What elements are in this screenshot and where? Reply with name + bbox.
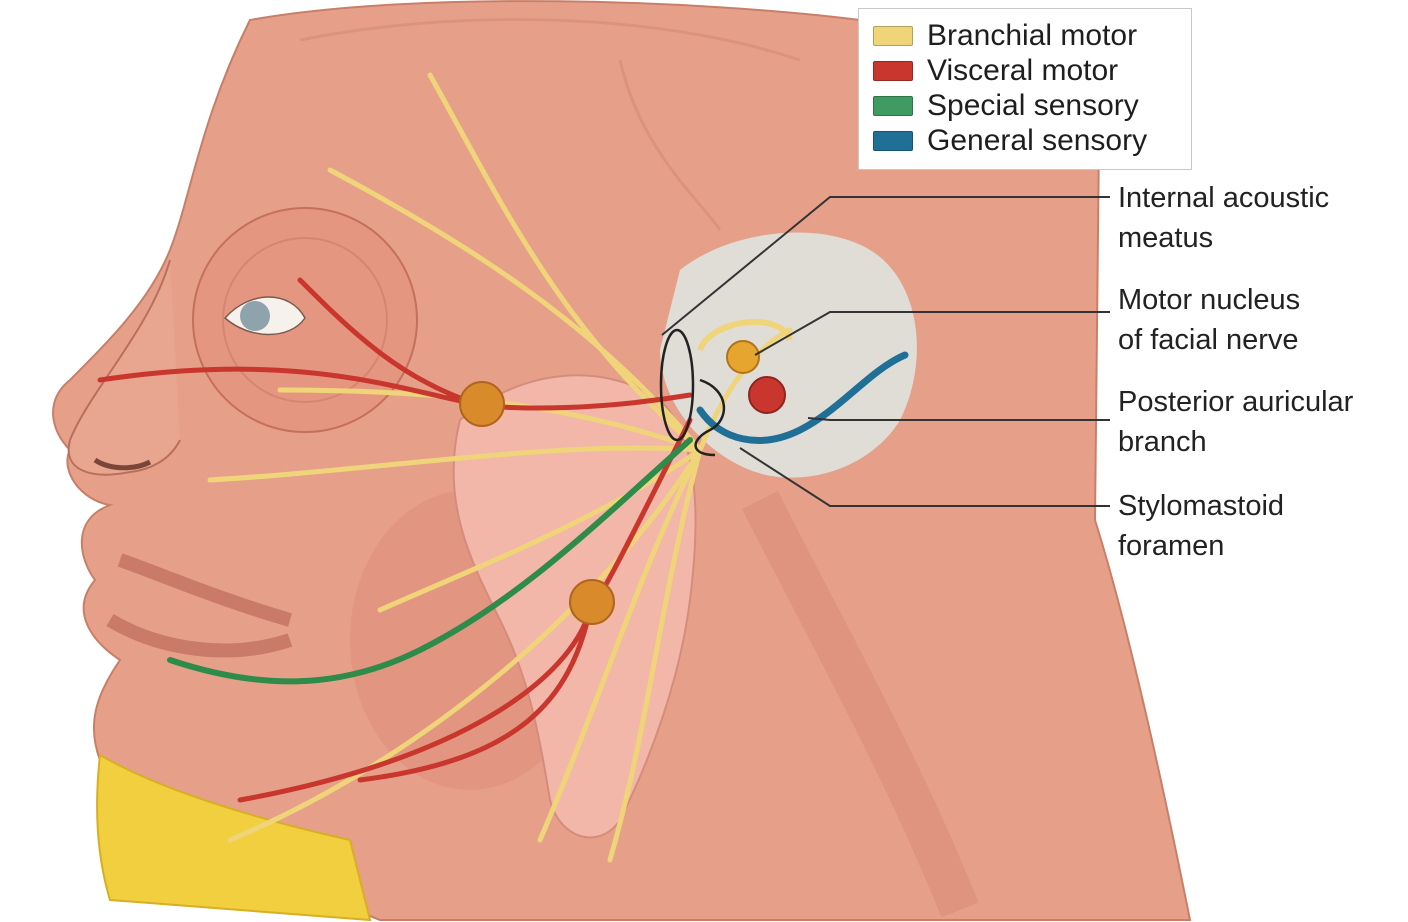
legend-label: Special sensory xyxy=(927,89,1139,123)
label-line: Stylomastoid xyxy=(1118,486,1284,526)
legend: Branchial motor Visceral motor Special s… xyxy=(858,8,1192,170)
legend-item-visceral-motor: Visceral motor xyxy=(873,54,1118,88)
branchial-motor-swatch xyxy=(873,26,913,46)
label-line: Motor nucleus xyxy=(1118,280,1300,320)
pterygopalatine-ganglion xyxy=(460,382,504,426)
special-sensory-swatch xyxy=(873,96,913,116)
salivatory-nucleus-dot xyxy=(749,377,785,413)
visceral-motor-swatch xyxy=(873,61,913,81)
eye-iris xyxy=(240,301,270,331)
label-line: meatus xyxy=(1118,218,1329,258)
motor-nucleus-dot xyxy=(727,341,759,373)
label-internal-acoustic-meatus: Internal acoustic meatus xyxy=(1118,178,1329,258)
submandibular-ganglion xyxy=(570,580,614,624)
label-motor-nucleus: Motor nucleus of facial nerve xyxy=(1118,280,1300,360)
label-line: foramen xyxy=(1118,526,1284,566)
legend-label: Branchial motor xyxy=(927,19,1137,53)
legend-item-branchial-motor: Branchial motor xyxy=(873,19,1137,53)
label-posterior-auricular-branch: Posterior auricular branch xyxy=(1118,382,1353,462)
general-sensory-swatch xyxy=(873,131,913,151)
legend-item-general-sensory: General sensory xyxy=(873,124,1147,158)
label-line: Posterior auricular xyxy=(1118,382,1353,422)
legend-item-special-sensory: Special sensory xyxy=(873,89,1139,123)
legend-label: General sensory xyxy=(927,124,1147,158)
label-line: Internal acoustic xyxy=(1118,178,1329,218)
label-line: of facial nerve xyxy=(1118,320,1300,360)
label-stylomastoid-foramen: Stylomastoid foramen xyxy=(1118,486,1284,566)
label-line: branch xyxy=(1118,422,1353,462)
legend-label: Visceral motor xyxy=(927,54,1118,88)
